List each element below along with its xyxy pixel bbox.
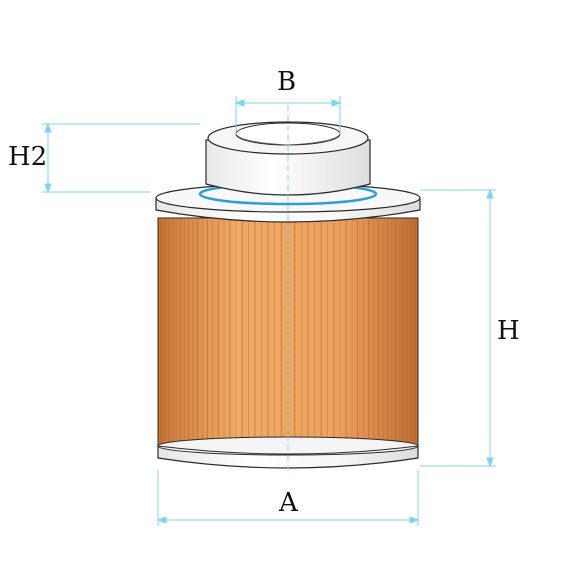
bottom-end-cap <box>157 436 419 469</box>
dimension-label-a: A <box>279 488 298 518</box>
dimension-label-b: B <box>277 67 297 97</box>
dimension-b <box>234 96 342 134</box>
dimension-label-h2: H2 <box>8 142 48 172</box>
pleat-lines <box>159 220 417 448</box>
dimension-h <box>420 188 496 468</box>
dimension-a <box>156 470 420 526</box>
dimension-h2 <box>42 122 200 194</box>
dimension-label-h: H <box>497 316 520 346</box>
